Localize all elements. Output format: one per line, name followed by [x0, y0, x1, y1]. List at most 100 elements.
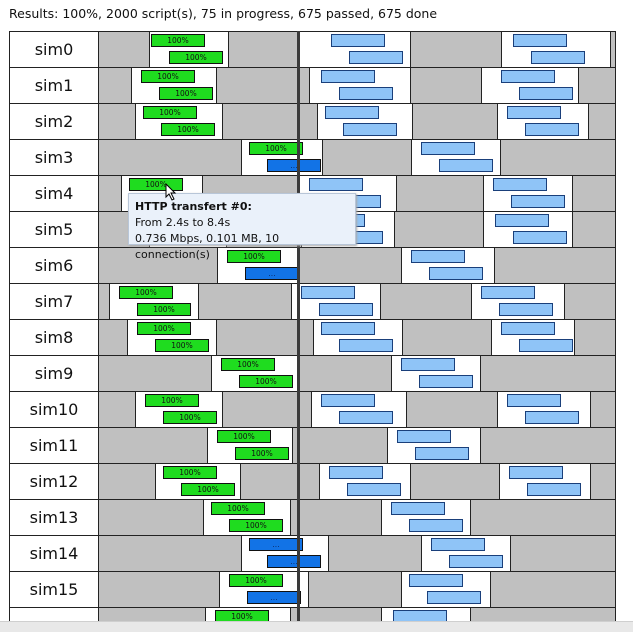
http-transfer-bar[interactable]	[493, 178, 547, 191]
http-transfer-bar[interactable]	[339, 87, 393, 100]
http-transfer-bar[interactable]	[349, 51, 403, 64]
http-transfer-bar[interactable]	[409, 574, 463, 587]
http-transfer-bar[interactable]: 100%	[151, 34, 205, 47]
http-transfer-bar[interactable]: 100%	[215, 610, 269, 622]
http-transfer-bar[interactable]	[339, 411, 393, 424]
http-transfer-bar[interactable]: 100%	[181, 483, 235, 496]
http-transfer-bar[interactable]	[531, 51, 585, 64]
http-transfer-bar[interactable]	[501, 70, 555, 83]
sim-timeline-lane[interactable]: 100% 100%	[99, 392, 615, 428]
http-transfer-bar[interactable]: 100%	[141, 70, 195, 83]
http-transfer-bar[interactable]	[401, 358, 455, 371]
http-transfer-bar[interactable]	[427, 591, 481, 604]
http-transfer-bar[interactable]	[409, 519, 463, 532]
http-transfer-bar[interactable]	[481, 286, 535, 299]
http-transfer-bar[interactable]: 100%	[161, 123, 215, 136]
http-transfer-bar[interactable]: ...	[267, 159, 321, 172]
http-transfer-bar[interactable]	[513, 34, 567, 47]
http-transfer-bar[interactable]	[429, 267, 483, 280]
http-transfer-bar[interactable]	[321, 322, 375, 335]
sim-timeline-lane[interactable]: 100% 100%	[99, 464, 615, 500]
http-transfer-bar[interactable]	[319, 303, 373, 316]
http-transfer-bar[interactable]	[507, 394, 561, 407]
http-transfer-bar[interactable]: 100%	[143, 106, 197, 119]
http-transfer-bar[interactable]	[527, 483, 581, 496]
http-transfer-bar[interactable]	[449, 555, 503, 568]
http-transfer-bar[interactable]	[439, 159, 493, 172]
sim-timeline-lane[interactable]: ......	[99, 536, 615, 572]
http-transfer-bar[interactable]	[519, 339, 573, 352]
http-transfer-bar[interactable]: 100%	[239, 375, 293, 388]
http-transfer-bar[interactable]	[419, 375, 473, 388]
sim-row-label: sim4	[10, 176, 99, 212]
http-transfer-bar[interactable]: 100%	[217, 430, 271, 443]
sim-timeline-lane[interactable]: 100%...	[99, 572, 615, 608]
http-transfer-bar[interactable]: 100%	[227, 250, 281, 263]
http-transfer-bar[interactable]: 100%	[159, 87, 213, 100]
http-transfer-bar[interactable]: 100%	[211, 502, 265, 515]
http-transfer-bar[interactable]	[509, 466, 563, 479]
sim-timeline-lane[interactable]: 100%...	[99, 248, 615, 284]
sim-timeline-lane[interactable]: 100% 100%	[99, 32, 615, 68]
http-transfer-bar[interactable]	[511, 195, 565, 208]
http-transfer-bar[interactable]: 100%	[137, 322, 191, 335]
http-transfer-bar[interactable]: 100%	[119, 286, 173, 299]
http-transfer-bar[interactable]	[325, 106, 379, 119]
http-transfer-bar[interactable]: 100%	[163, 466, 217, 479]
sim-timeline-lane[interactable]: 100% 100%	[99, 320, 615, 356]
sim-timeline-lane[interactable]: 100%...	[99, 140, 615, 176]
http-transfer-bar[interactable]: 100%	[229, 574, 283, 587]
sim-timeline-lane[interactable]: 100% 100%	[99, 428, 615, 464]
time-cursor-line[interactable]	[297, 31, 300, 621]
sim-timeline-lane[interactable]: 100% 100%	[99, 356, 615, 392]
http-transfer-bar[interactable]: 100%	[229, 519, 283, 532]
horizontal-scrollbar[interactable]	[0, 621, 633, 632]
http-transfer-bar[interactable]	[513, 231, 567, 244]
http-transfer-bar[interactable]	[525, 123, 579, 136]
http-transfer-bar[interactable]	[343, 123, 397, 136]
http-transfer-bar[interactable]	[331, 34, 385, 47]
http-transfer-bar[interactable]	[397, 430, 451, 443]
sim-timeline-lane[interactable]: 100% 100%	[99, 284, 615, 320]
http-transfer-bar[interactable]	[507, 106, 561, 119]
http-transfer-bar[interactable]	[321, 70, 375, 83]
http-transfer-bar[interactable]: 100%	[235, 447, 289, 460]
http-transfer-bar[interactable]: ...	[247, 591, 301, 604]
sim-timeline-lane[interactable]: 100%	[99, 608, 615, 622]
http-transfer-bar[interactable]: 100%	[169, 51, 223, 64]
sim-timeline-lane[interactable]: 100% 100%	[99, 68, 615, 104]
http-transfer-bar[interactable]	[309, 178, 363, 191]
sim-timeline-lane[interactable]: 100% 100%	[99, 500, 615, 536]
http-transfer-bar[interactable]	[393, 610, 447, 622]
http-transfer-bar[interactable]	[519, 87, 573, 100]
sim-timeline-lane[interactable]: 100% 100%	[99, 104, 615, 140]
http-transfer-bar[interactable]	[321, 394, 375, 407]
http-transfer-bar[interactable]	[329, 466, 383, 479]
http-transfer-bar[interactable]: ...	[249, 538, 303, 551]
http-transfer-bar[interactable]	[431, 538, 485, 551]
http-transfer-bar[interactable]: 100%	[163, 411, 217, 424]
http-transfer-bar[interactable]: 100%	[145, 394, 199, 407]
sim-row-label: sim1	[10, 68, 99, 104]
http-transfer-bar[interactable]	[415, 447, 469, 460]
http-transfer-bar[interactable]	[501, 322, 555, 335]
http-transfer-bar[interactable]	[339, 339, 393, 352]
http-transfer-bar[interactable]	[525, 411, 579, 424]
http-transfer-bar[interactable]: ...	[245, 267, 299, 280]
http-transfer-bar[interactable]	[391, 502, 445, 515]
http-transfer-bar[interactable]	[301, 286, 355, 299]
http-transfer-bar[interactable]: 100%	[221, 358, 275, 371]
http-transfer-bar[interactable]	[347, 483, 401, 496]
http-transfer-bar[interactable]: 100%	[249, 142, 303, 155]
http-transfer-bar[interactable]	[495, 214, 549, 227]
http-transfer-bar[interactable]: 100%	[155, 339, 209, 352]
http-transfer-bar[interactable]: ...	[267, 555, 321, 568]
sim-row-label: sim13	[10, 500, 99, 536]
http-transfer-bar[interactable]	[499, 303, 553, 316]
http-transfer-bar[interactable]	[411, 250, 465, 263]
http-transfer-bar[interactable]: 100%	[137, 303, 191, 316]
http-transfer-bar[interactable]	[421, 142, 475, 155]
